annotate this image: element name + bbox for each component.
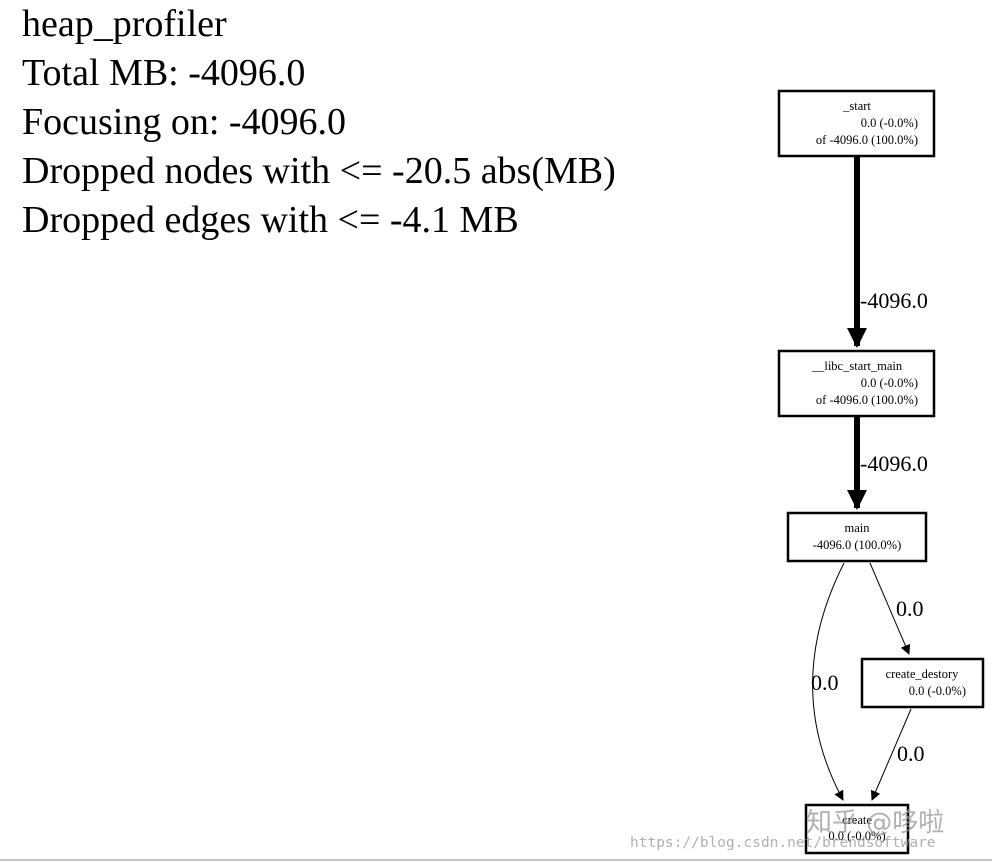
dropped-nodes-note: Dropped nodes with <= -20.5 abs(MB) [22,150,616,192]
node-name: create [842,813,872,827]
focusing-on: Focusing on: -4096.0 [22,101,347,143]
edge-label: -4096.0 [860,288,928,313]
node-flat: -4096.0 (100.0%) [813,538,902,552]
graph-header: heap_profiler Total MB: -4096.0 Focusing… [22,0,616,245]
node-flat: 0.0 (-0.0%) [828,829,885,843]
node-flat: 0.0 (-0.0%) [861,376,918,390]
node-cumulative: of -4096.0 (100.0%) [816,393,918,407]
node-cumulative: of -4096.0 (100.0%) [816,133,918,147]
node-start[interactable]: _start 0.0 (-0.0%) of -4096.0 (100.0%) [777,89,936,158]
edge-label: 0.0 [896,596,924,621]
edge-start-to-libc: -4096.0 [847,157,928,348]
edge-create-destory-to-create: 0.0 [870,708,925,801]
edge-libc-to-main: -4096.0 [847,417,928,510]
edge-label: 0.0 [897,741,925,766]
edge-main-to-create: 0.0 [811,562,845,801]
node-create[interactable]: create 0.0 (-0.0%) [804,803,910,855]
edge-main-to-create-destory: 0.0 [869,562,924,655]
node-create-destory[interactable]: create_destory 0.0 (-0.0%) [860,657,985,709]
edge-label: 0.0 [811,670,839,695]
node-name: create_destory [886,667,960,681]
node-name: __libc_start_main [811,359,903,373]
total-mb: Total MB: -4096.0 [22,52,306,94]
bottom-divider [0,859,992,861]
node-name: main [845,521,871,535]
node-flat: 0.0 (-0.0%) [861,116,918,130]
node-name: _start [842,99,871,113]
dropped-edges-note: Dropped edges with <= -4.1 MB [22,199,519,241]
edge-label: -4096.0 [860,451,928,476]
node-libc-start-main[interactable]: __libc_start_main 0.0 (-0.0%) of -4096.0… [777,349,936,418]
profile-title: heap_profiler [22,3,227,45]
node-main[interactable]: main -4096.0 (100.0%) [786,511,928,563]
watermark-logo: 知乎 @哆啦 [806,808,945,838]
node-flat: 0.0 (-0.0%) [909,684,966,698]
watermark-url: https://blog.csdn.net/brendsoftware [630,835,936,851]
